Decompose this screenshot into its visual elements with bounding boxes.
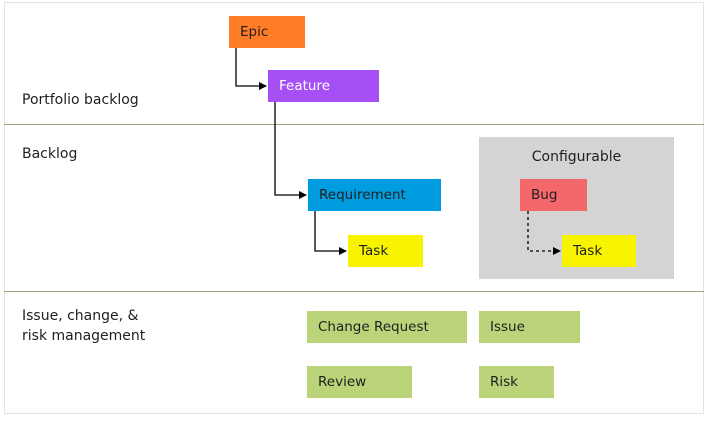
- lane-label-portfolio-backlog: Portfolio backlog: [22, 92, 139, 108]
- work-item-issue-label: Issue: [490, 319, 525, 335]
- lane-divider-top: [4, 124, 704, 125]
- work-item-epic-label: Epic: [240, 24, 269, 40]
- bug-to-task-connector: [527, 211, 561, 255]
- work-item-requirement-label: Requirement: [319, 187, 406, 203]
- feature-to-requirement-connector: [274, 102, 307, 199]
- work-item-bug: Bug: [520, 179, 587, 211]
- work-item-bug-task: Task: [562, 235, 636, 267]
- epic-to-feature-connector: [235, 48, 267, 90]
- work-item-change-request: Change Request: [307, 311, 467, 343]
- configurable-title: Configurable: [531, 149, 622, 165]
- diagram-frame: [4, 2, 704, 414]
- work-item-bug-label: Bug: [531, 187, 558, 203]
- work-item-review: Review: [307, 366, 412, 398]
- work-item-task-label: Task: [359, 243, 389, 259]
- work-item-epic: Epic: [229, 16, 305, 48]
- work-item-feature: Feature: [268, 70, 379, 102]
- work-item-task: Task: [348, 235, 423, 267]
- work-item-change-request-label: Change Request: [318, 319, 429, 335]
- work-item-issue: Issue: [479, 311, 580, 343]
- work-item-feature-label: Feature: [279, 78, 331, 94]
- work-item-bug-task-label: Task: [573, 243, 603, 259]
- work-item-review-label: Review: [318, 374, 367, 390]
- lane-label-backlog: Backlog: [22, 146, 78, 162]
- lane-label-issue-change-risk: Issue, change, & risk management: [22, 308, 146, 344]
- work-item-requirement: Requirement: [308, 179, 441, 211]
- lane-divider-bottom: [4, 291, 704, 292]
- requirement-to-task-connector: [314, 211, 347, 255]
- work-item-risk: Risk: [479, 366, 554, 398]
- work-item-risk-label: Risk: [490, 374, 518, 390]
